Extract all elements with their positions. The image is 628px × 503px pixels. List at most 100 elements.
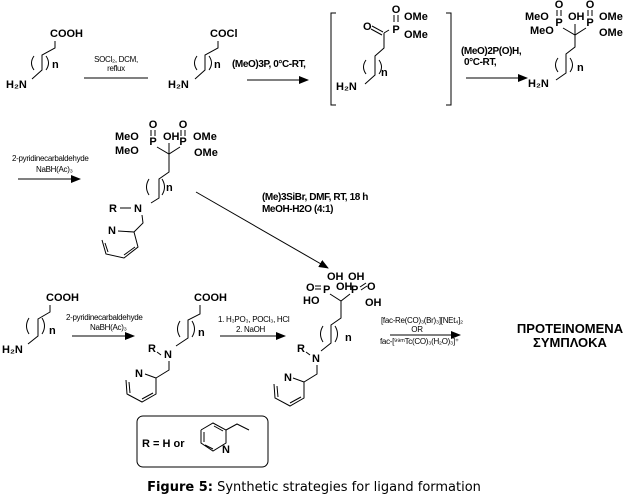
pyridine-n-label: N	[284, 372, 292, 384]
step6-reagent-line2: NaBH(Ac)₃	[90, 323, 127, 332]
n-subscript: n	[198, 327, 205, 339]
product-line1: ΠΡΟΤΕΙΝΟΜΕΝΑ	[517, 321, 624, 336]
paren-right	[45, 55, 49, 71]
meo-label-2: MeO	[115, 145, 139, 157]
p-oxo-label: O	[392, 4, 401, 16]
step7-reagent-line2: 2. NaOH	[236, 325, 266, 334]
carbonyl-o-label: O	[363, 21, 372, 33]
pyridine-ring	[273, 377, 305, 407]
ome-label-2: OMe	[404, 29, 428, 41]
p1-label: P	[149, 136, 156, 148]
n-subscript: n	[166, 182, 173, 194]
p2-oxo-label: O	[586, 0, 595, 11]
paren-left	[31, 55, 35, 71]
caption-label: Figure 5:	[147, 480, 213, 495]
paren-left	[363, 59, 367, 75]
pyridine-n-label: N	[222, 444, 230, 456]
h2n-label: H₂N	[336, 81, 357, 93]
oh-right: OH	[365, 297, 382, 309]
pcp-bond	[329, 293, 351, 302]
step3-arrow: (MeO)2P(O)H, 0°C-RT,	[461, 46, 528, 82]
bracket-right	[446, 12, 452, 106]
bisphosphonate-tetraester-amine: O O P P MeO MeO OH OMe OMe n H₂N	[525, 0, 623, 90]
step8-reagent-line2: fac-[⁹⁹ᵐTc(CO)₃(H₂O)₃]⁺	[380, 337, 459, 346]
n-subscript: n	[49, 325, 56, 337]
h2n-label: H₂N	[6, 79, 27, 91]
p1-label: P	[555, 17, 562, 29]
step6-reagent-line1: 2-pyridinecarbaldehyde	[66, 313, 143, 322]
cooh-label: COOH	[46, 292, 79, 304]
reaction-scheme: COOH n H₂N SOCl₂, DCM, reflux COCl n H₂N…	[2, 0, 624, 468]
cooh-label: COOH	[194, 292, 227, 304]
n-subscript: n	[52, 59, 59, 71]
ethyl-bond	[225, 423, 250, 431]
meo-label-2: MeO	[530, 25, 554, 37]
r-label: R	[148, 343, 156, 355]
paren-right	[41, 317, 45, 335]
step5-arrow: (Me)3SiBr, DMF, RT, 18 h MeOH-H2O (4:1)	[195, 191, 369, 269]
step6-arrow: 2-pyridinecarbaldehyde NaBH(Ac)₃	[66, 313, 144, 340]
cocl-label: COCl	[210, 28, 238, 40]
pyridine-n-label: N	[108, 225, 116, 237]
h2n-label: H₂N	[528, 78, 549, 90]
caption-text: Synthetic strategies for ligand formatio…	[212, 480, 481, 495]
start-amino-acid-row3: COOH n H₂N	[2, 292, 79, 356]
ome-label-1: OMe	[193, 131, 217, 143]
bracket-left	[330, 12, 336, 106]
chain-bond	[194, 41, 219, 80]
meo-label-1: MeO	[525, 11, 549, 23]
p2-label: P	[179, 136, 186, 148]
n-subscript: n	[577, 62, 584, 74]
paren-left	[555, 57, 559, 73]
chain-bond	[175, 305, 201, 347]
chain-bond	[27, 305, 51, 345]
paren-right	[208, 55, 212, 71]
ome-label-2: OMe	[599, 27, 623, 39]
paren-left	[26, 317, 30, 335]
paren-right	[378, 59, 382, 75]
n-subscript: n	[381, 67, 388, 79]
paren-right	[161, 178, 165, 196]
chain-bond	[150, 154, 170, 204]
chain-bond	[555, 35, 576, 81]
step4-reagent-line2: NaBH(Ac)₃	[36, 165, 73, 174]
ketophosphonate-intermediate: O P OMe OMe O n H₂N	[330, 4, 452, 106]
oh-top-1: OH	[327, 271, 344, 283]
p1-oxo-label: O	[306, 282, 315, 294]
n-subscript: n	[345, 332, 352, 344]
proposed-complexes-label: ΠΡΟΤΕΙΝΟΜΕΝΑ ΣΥΜΠΛΟΚΑ	[517, 321, 624, 350]
meo-label-1: MeO	[115, 131, 139, 143]
pyridine-ring	[101, 230, 139, 259]
step1-reagent-line1: SOCl₂, DCM,	[94, 55, 138, 64]
step7-reagent-line1: 1. H₃PO₃, POCl₃, HCl	[218, 315, 290, 324]
paren-left	[146, 178, 150, 196]
paren-left	[177, 320, 181, 338]
amine-n-label: N	[312, 353, 320, 365]
step5-reagent-line2: MeOH-H2O (4:1)	[262, 204, 333, 215]
paren-left	[194, 55, 198, 71]
step5-reagent-line1: (Me)3SiBr, DMF, RT, 18 h	[262, 192, 368, 203]
n-subscript: n	[214, 59, 221, 71]
legend-box	[136, 415, 269, 468]
pyridine-ring	[125, 373, 157, 403]
r-group-legend: R = H or N	[136, 415, 269, 468]
step4-arrow: 2-pyridinecarbaldehyde NaBH(Ac)₃	[12, 154, 90, 183]
cooh-label: COOH	[50, 28, 83, 40]
bisphosphonate-tetraester-pyridyl: O O P P MeO MeO OH OMe OMe n R N N	[101, 119, 218, 259]
amine-n-label: N	[164, 349, 172, 361]
pyridine-ring	[200, 422, 227, 452]
step3-reagent-line1: (MeO)2P(O)H,	[461, 46, 522, 57]
p-label: P	[392, 24, 399, 36]
oh-center: OH	[336, 281, 353, 293]
ome-label-2: OMe	[194, 147, 218, 159]
r-label: R	[297, 343, 305, 355]
pyridyl-amino-acid: COOH n R N N	[125, 292, 227, 403]
step4-reagent-line1: 2-pyridinecarbaldehyde	[12, 154, 89, 163]
step2-arrow: (MeO)3P, 0°C-RT,	[232, 59, 309, 84]
paren-right	[191, 320, 195, 338]
paren-left	[320, 325, 324, 343]
step7-arrow: 1. H₃PO₃, POCl₃, HCl 2. NaOH	[218, 315, 290, 340]
pyridine-n-label: N	[135, 368, 143, 380]
step3-reagent-line2: 0°C-RT,	[464, 57, 497, 68]
ome-label-1: OMe	[404, 11, 428, 23]
